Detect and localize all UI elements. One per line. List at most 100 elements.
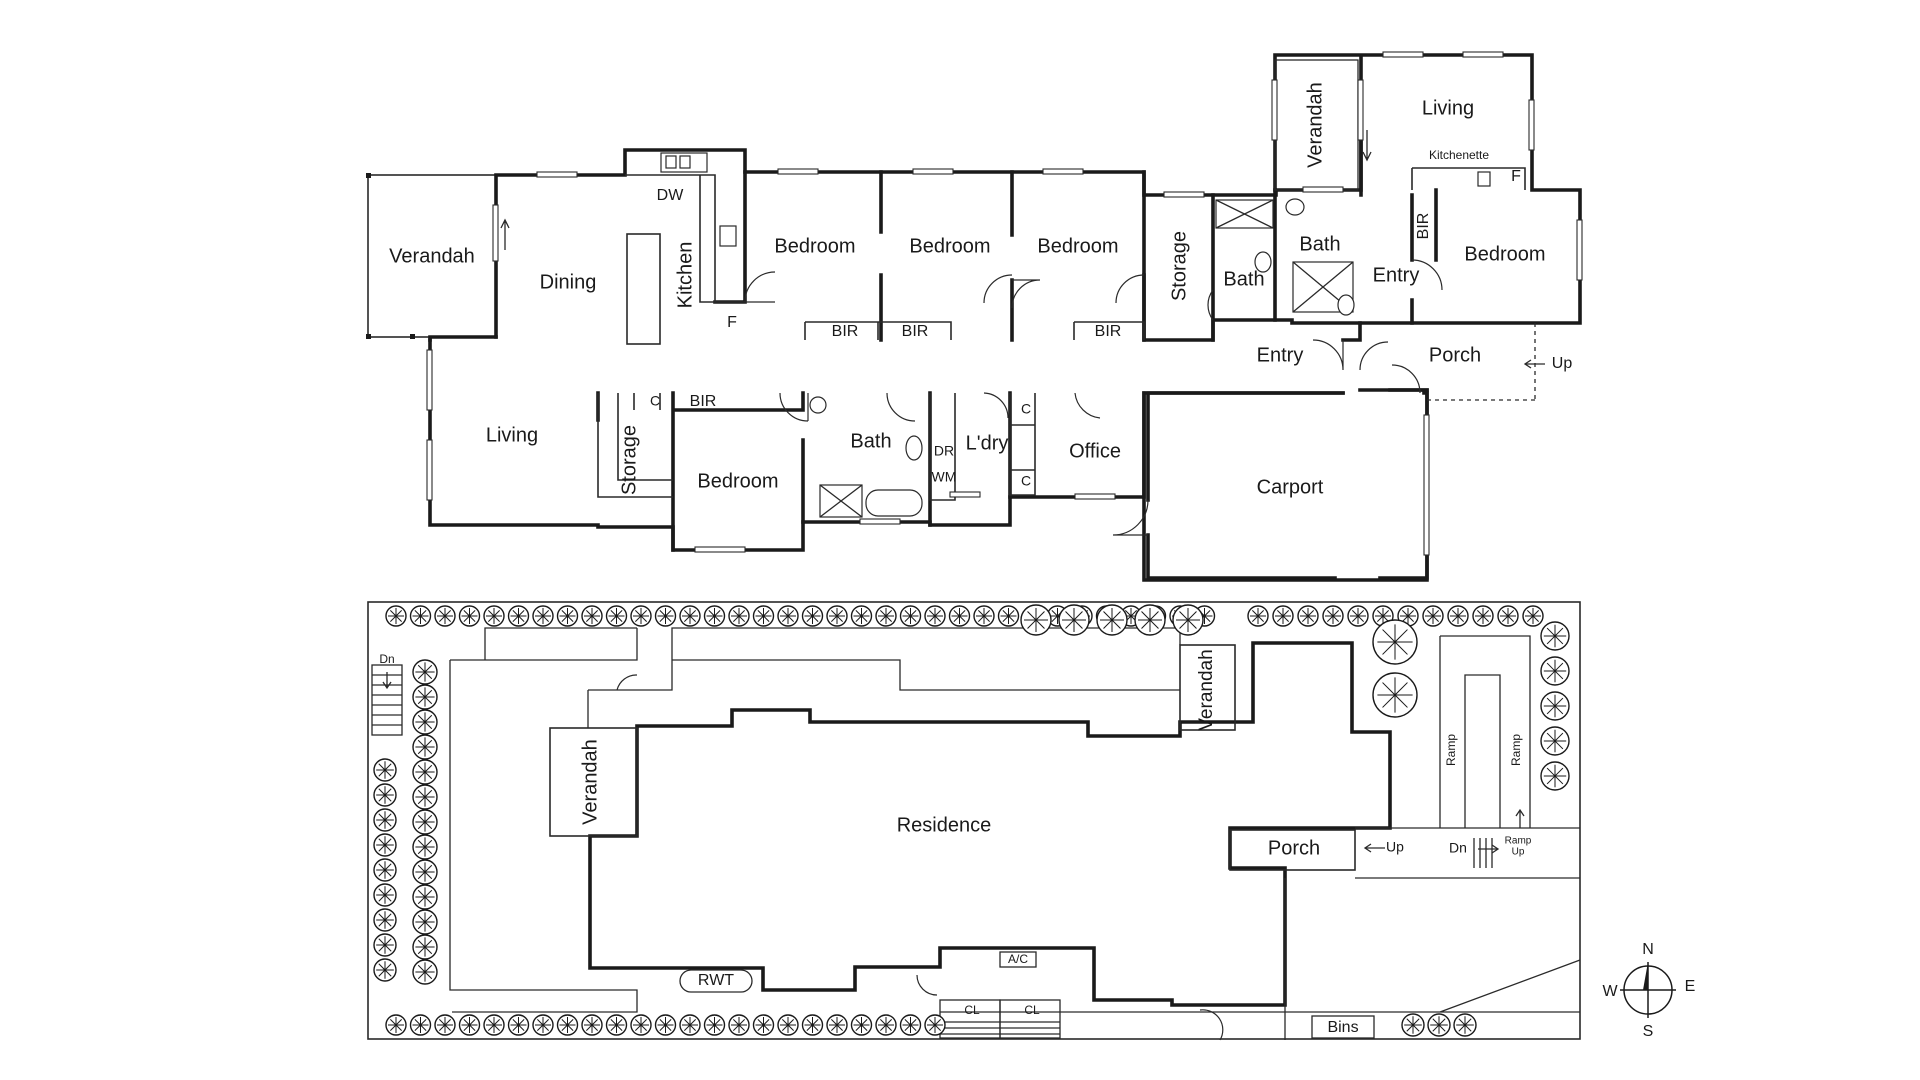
tree-icon (532, 605, 554, 627)
tree-icon (1447, 605, 1469, 627)
ac-box (999, 951, 1037, 968)
slide-arrow-1 (500, 218, 510, 250)
room-storage-north: Storage (1168, 231, 1190, 301)
tree-icon (1427, 1013, 1451, 1037)
label-c-1: C (650, 393, 660, 409)
tree-icon (458, 1014, 481, 1036)
tree-icon (385, 605, 407, 627)
carport-walls (1146, 391, 1429, 580)
tree-icon (1096, 604, 1128, 636)
site-ramp-right: Ramp (1509, 734, 1523, 766)
site-ramp-up-label: Ramp (1505, 836, 1532, 847)
kitchenette-sink (1477, 171, 1491, 187)
north-wing-walls (428, 53, 1582, 342)
tree-icon (412, 684, 438, 710)
tree-icon (412, 834, 438, 860)
tree-icon (1422, 605, 1444, 627)
compass-s: S (1643, 1023, 1654, 1040)
room-verandah-west: Verandah (389, 245, 475, 267)
site-ramp-up-arrow (1515, 808, 1525, 828)
tree-icon (409, 1014, 432, 1036)
door-swings (744, 259, 1443, 536)
room-porch: Porch (1429, 344, 1481, 366)
site-porch-outline (1229, 829, 1356, 871)
tree-icon (1058, 604, 1090, 636)
tree-icon (373, 858, 397, 882)
tree-icon (850, 1014, 873, 1036)
site-ac: A/C (1008, 952, 1028, 966)
tree-icon (728, 605, 750, 627)
site-cl-2: CL (1024, 1003, 1040, 1017)
bins-box (1311, 1015, 1375, 1039)
room-bedroom-5: Bedroom (697, 470, 778, 492)
sink-bowl-1 (665, 155, 677, 169)
site-ramp-left: Ramp (1444, 734, 1458, 766)
tree-icon (875, 605, 897, 627)
tree-icon (581, 1014, 603, 1036)
windows (426, 51, 1583, 556)
tree-icon (679, 605, 701, 627)
shower-diag-f (819, 484, 863, 518)
kitchenette-bench (1411, 167, 1526, 190)
compass-n: N (1642, 941, 1654, 958)
tree-icon (850, 605, 873, 627)
compass-needle (1643, 962, 1648, 990)
room-bath-ensuite: Bath (1299, 233, 1340, 255)
tree-icon (948, 605, 971, 627)
site-residence: Residence (897, 814, 992, 836)
site-ramp-up2-label: Up (1512, 847, 1525, 858)
tree-icon (1134, 604, 1166, 636)
compass: N S E W (1602, 941, 1695, 1040)
room-laundry: L'dry (966, 432, 1009, 454)
tree-icon (703, 1014, 726, 1036)
room-bath-main: Bath (850, 430, 891, 452)
tree-icon (1401, 1013, 1425, 1037)
shower-diag-b (1215, 199, 1274, 229)
tree-icon (1347, 605, 1369, 627)
tree-icon (899, 605, 922, 627)
label-dw: DW (657, 187, 685, 204)
room-verandah-north: Verandah (1304, 82, 1326, 168)
site-verandah-north-outline (1179, 644, 1236, 731)
tree-icon (483, 605, 505, 627)
tree-icon (752, 1014, 775, 1036)
tree-icon (412, 909, 438, 935)
tree-icon (1020, 604, 1052, 636)
tree-icon (1540, 621, 1570, 651)
post-2 (366, 334, 371, 339)
post-3 (410, 334, 415, 339)
label-bir-3: BIR (1095, 323, 1122, 340)
label-wm: WM (932, 469, 957, 485)
tree-icon (1372, 619, 1418, 665)
tree-icon (412, 659, 438, 685)
floor-plan: Verandah Dining Kitchen Bedroom Bedroom … (366, 51, 1583, 582)
site-door-2 (1199, 1009, 1224, 1041)
room-bedroom-1: Bedroom (774, 235, 855, 257)
shower-diag-d (1292, 261, 1354, 313)
tree-icon (826, 1014, 848, 1036)
tree-icon (412, 884, 438, 910)
toilet-1 (1254, 251, 1272, 273)
tree-icon (899, 1014, 922, 1036)
tree-icon (458, 605, 481, 627)
room-living-north: Living (1422, 97, 1474, 119)
tree-icon (434, 605, 456, 627)
site-up: Up (1386, 839, 1404, 855)
tree-icon (1540, 656, 1570, 686)
tree-icon (1540, 761, 1570, 791)
tree-icon (630, 605, 652, 627)
tree-icon (1172, 604, 1204, 636)
site-bins: Bins (1327, 1019, 1358, 1036)
tree-icon (1522, 605, 1544, 627)
south-storage-lines (597, 393, 1036, 501)
tree-icon (1372, 672, 1418, 718)
ramp-steps (1473, 838, 1493, 868)
tree-icon (507, 605, 530, 627)
tree-icon (373, 808, 397, 832)
bathtub (865, 489, 923, 517)
tree-icon (556, 1014, 579, 1036)
porch-step (1427, 323, 1536, 401)
tree-icon (703, 605, 726, 627)
tree-icon (679, 1014, 701, 1036)
tree-icon (1453, 1013, 1477, 1037)
